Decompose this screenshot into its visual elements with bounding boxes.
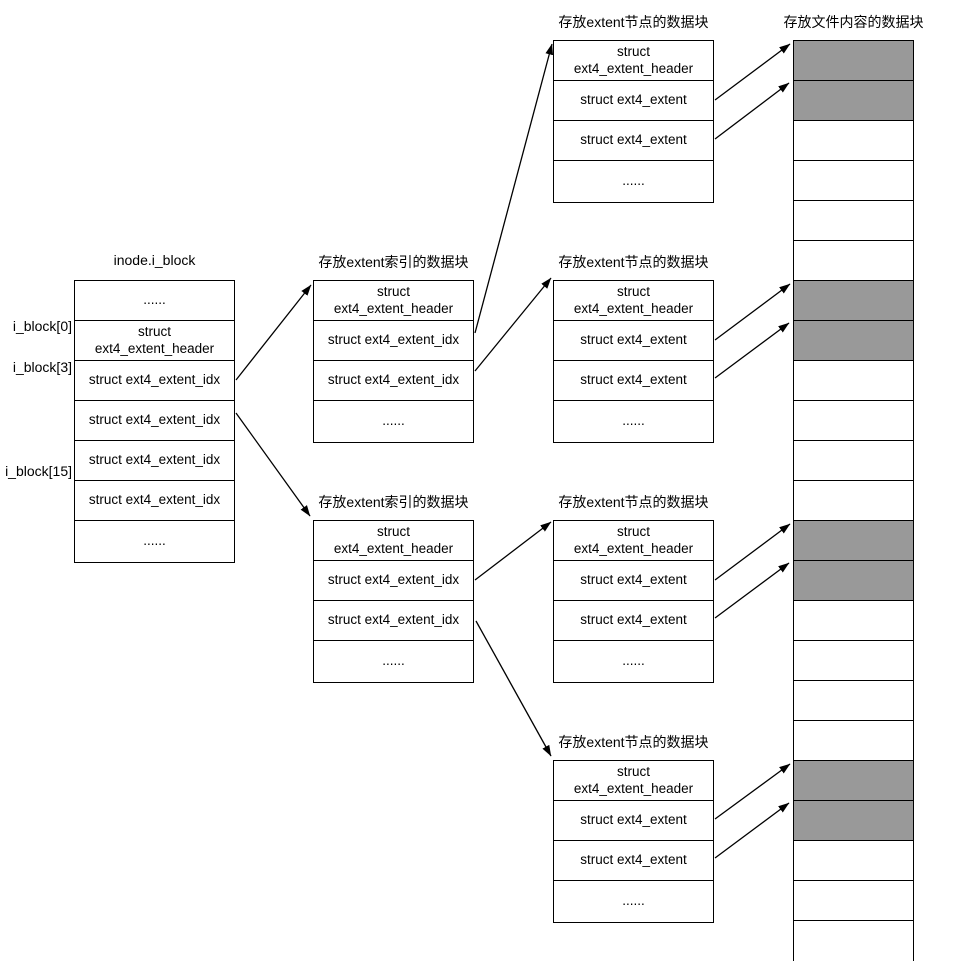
extent-node-block-table-3-row-2: struct ext4_extent bbox=[554, 601, 713, 641]
extent-index-block-table-2-row-1: struct ext4_extent_idx bbox=[314, 561, 473, 601]
extent-node-block-table-1-row-0: struct ext4_extent_header bbox=[554, 41, 713, 81]
extent-node-block-table-2-row-0: struct ext4_extent_header bbox=[554, 281, 713, 321]
extent-node-block-table-2-row-2: struct ext4_extent bbox=[554, 361, 713, 401]
pointer-arrow-10 bbox=[714, 322, 790, 379]
extent-index-block-table-1-row-1: struct ext4_extent_idx bbox=[314, 321, 473, 361]
pointer-arrow-7 bbox=[714, 43, 791, 101]
pointer-arrow-14 bbox=[714, 802, 790, 859]
file-block-cell-5 bbox=[794, 241, 913, 281]
pointer-arrow-13 bbox=[714, 763, 791, 820]
file-block-cell-16 bbox=[794, 681, 913, 721]
file-block-cell-17 bbox=[794, 721, 913, 761]
inode-i-block-table-row-2: struct ext4_extent_idx bbox=[75, 361, 234, 401]
file-content-blocks-title: 存放文件内容的数据块 bbox=[783, 14, 924, 30]
extent-node-block-table-3-row-0: struct ext4_extent_header bbox=[554, 521, 713, 561]
file-block-cell-3 bbox=[794, 161, 913, 201]
file-block-cell-2 bbox=[794, 121, 913, 161]
file-content-blocks-column bbox=[793, 40, 914, 961]
file-block-cell-15 bbox=[794, 641, 913, 681]
file-block-cell-20 bbox=[794, 841, 913, 881]
pointer-arrow-5 bbox=[474, 521, 552, 581]
extent-node-block-table-3-row-1: struct ext4_extent bbox=[554, 561, 713, 601]
file-block-cell-12-used bbox=[794, 521, 913, 561]
pointer-arrow-8 bbox=[714, 82, 790, 140]
extent-node-block-table-2-row-1: struct ext4_extent bbox=[554, 321, 713, 361]
extent-node-block-table-4-row-1: struct ext4_extent bbox=[554, 801, 713, 841]
extent-node-block-table-3-title: 存放extent节点的数据块 bbox=[558, 494, 709, 510]
extent-index-block-table-2-row-2: struct ext4_extent_idx bbox=[314, 601, 473, 641]
file-block-cell-0-used bbox=[794, 41, 913, 81]
extent-index-block-table-1-title: 存放extent索引的数据块 bbox=[318, 254, 469, 270]
file-block-cell-9 bbox=[794, 401, 913, 441]
extent-index-block-table-1-row-2: struct ext4_extent_idx bbox=[314, 361, 473, 401]
extent-node-block-table-2-row-3: ...... bbox=[622, 412, 645, 428]
extent-node-block-table-4-row-2: struct ext4_extent bbox=[554, 841, 713, 881]
extent-node-block-table-4-row-0: struct ext4_extent_header bbox=[554, 761, 713, 801]
extent-node-block-table-1-row-1: struct ext4_extent bbox=[554, 81, 713, 121]
i-block-index-label-1: i_block[3] bbox=[0, 359, 72, 375]
i-block-index-label-2: i_block[15] bbox=[0, 463, 72, 479]
file-block-cell-6-used bbox=[794, 281, 913, 321]
inode-i-block-table-title: inode.i_block bbox=[113, 252, 196, 268]
extent-node-block-table-2-title: 存放extent节点的数据块 bbox=[558, 254, 709, 270]
file-block-cell-14 bbox=[794, 601, 913, 641]
file-block-cell-10 bbox=[794, 441, 913, 481]
file-block-cell-8 bbox=[794, 361, 913, 401]
extent-index-block-table-2-row-0: struct ext4_extent_header bbox=[314, 521, 473, 561]
extent-node-block-table-4-row-3: ...... bbox=[622, 892, 645, 908]
file-block-cell-4 bbox=[794, 201, 913, 241]
extent-node-block-table-3-row-3: ...... bbox=[622, 652, 645, 668]
pointer-arrow-11 bbox=[714, 523, 791, 581]
inode-i-block-table-row-6: ...... bbox=[143, 532, 166, 548]
extent-node-block-table-1-row-2: struct ext4_extent bbox=[554, 121, 713, 161]
extent-index-block-table-2-row-3: ...... bbox=[382, 652, 405, 668]
file-block-cell-21 bbox=[794, 881, 913, 921]
file-block-cell-18-used bbox=[794, 761, 913, 801]
pointer-arrow-1 bbox=[235, 284, 312, 381]
file-block-cell-1-used bbox=[794, 81, 913, 121]
extent-index-block-table-2-title: 存放extent索引的数据块 bbox=[318, 494, 469, 510]
inode-i-block-table-row-5: struct ext4_extent_idx bbox=[75, 481, 234, 521]
pointer-arrow-3 bbox=[474, 43, 554, 334]
file-block-cell-22 bbox=[794, 921, 913, 961]
inode-i-block-table-row-0: ...... bbox=[75, 281, 234, 321]
extent-node-block-table-1-row-3: ...... bbox=[622, 172, 645, 188]
extent-node-block-table-1-title: 存放extent节点的数据块 bbox=[558, 14, 709, 30]
file-block-cell-13-used bbox=[794, 561, 913, 601]
inode-i-block-table-row-1: struct ext4_extent_header bbox=[75, 321, 234, 361]
file-block-cell-19-used bbox=[794, 801, 913, 841]
file-block-cell-11 bbox=[794, 481, 913, 521]
inode-i-block-table-row-4: struct ext4_extent_idx bbox=[75, 441, 234, 481]
pointer-arrow-9 bbox=[714, 283, 791, 341]
extent-index-block-table-1-row-0: struct ext4_extent_header bbox=[314, 281, 473, 321]
inode-i-block-table-row-3: struct ext4_extent_idx bbox=[75, 401, 234, 441]
extent-index-block-table-1-row-3: ...... bbox=[382, 412, 405, 428]
file-block-cell-7-used bbox=[794, 321, 913, 361]
pointer-arrow-12 bbox=[714, 562, 790, 619]
extent-node-block-table-4-title: 存放extent节点的数据块 bbox=[558, 734, 709, 750]
pointer-arrow-4 bbox=[474, 277, 552, 372]
i-block-index-label-0: i_block[0] bbox=[0, 318, 72, 334]
